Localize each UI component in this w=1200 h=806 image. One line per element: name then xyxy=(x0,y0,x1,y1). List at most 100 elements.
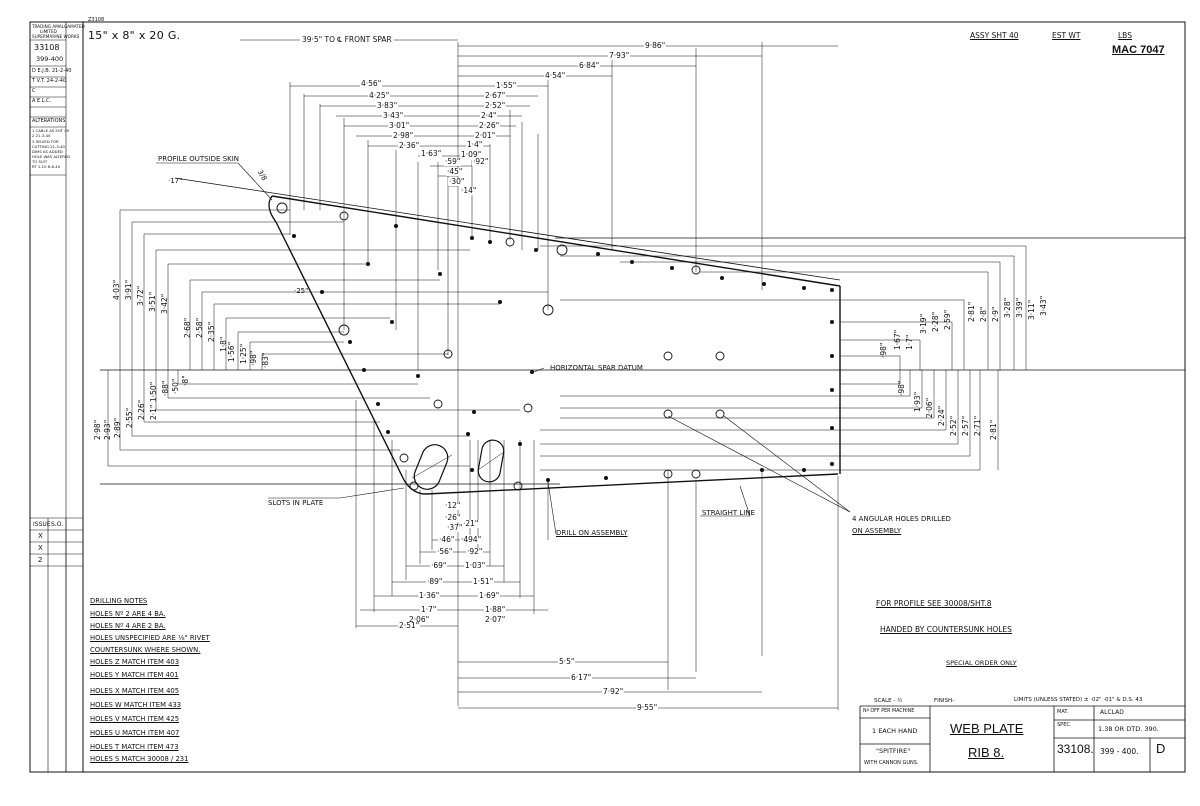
dim-label: 1·7" xyxy=(420,605,438,614)
issue-1: X xyxy=(38,532,43,540)
drilling-note: HOLES X MATCH ITEM 405 xyxy=(90,687,180,695)
alteration-7: TO SUIT xyxy=(32,159,48,164)
horizontal-spar-datum-label: HORIZONTAL SPAR DATUM xyxy=(550,364,643,372)
alteration-4: CUTTING 21-3-40 xyxy=(32,144,65,149)
dim-label: 1·36" xyxy=(418,591,441,600)
scale-label: SCALE - ½ xyxy=(874,698,903,704)
angular-holes-label-2: ON ASSEMBLY xyxy=(852,527,902,535)
vdim-label: ·8" xyxy=(181,375,190,386)
dim-label: 7·92" xyxy=(602,687,625,696)
alteration-6: HOLE WAS ALTERED xyxy=(32,154,71,159)
drilling-note: COUNTERSUNK WHERE SHOWN. xyxy=(90,646,201,654)
profile-outside-skin-label: PROFILE OUTSIDE SKIN xyxy=(158,155,240,163)
spec-value: 1.38 OR DTD. 390. xyxy=(1098,725,1159,733)
dim-label: 4·25" xyxy=(368,91,391,100)
drilling-note: HOLES UNSPECIFIED ARE ⅛" RIVET xyxy=(90,634,210,642)
vdim-label: ·50" xyxy=(171,378,180,394)
dim-label: ·494" xyxy=(460,535,483,544)
vdim-label: 1·93" xyxy=(913,391,922,412)
drilling-notes-title: DRILLING NOTES xyxy=(90,597,148,605)
vdim-label: 2·8" xyxy=(979,306,988,322)
vdim-label: 1·56" xyxy=(227,341,236,362)
vdim-label: 3·51" xyxy=(148,291,157,312)
number-off-label: Nº OFF PER MACHINE xyxy=(863,709,915,714)
dim-label: ·14" xyxy=(460,186,478,195)
left-drawing-number: 33108 xyxy=(34,43,60,52)
dim-label: 7·93" xyxy=(608,51,631,60)
vdim-label: 3·91" xyxy=(124,279,133,300)
vdim-label: 2·89" xyxy=(113,417,122,438)
dim-label: ·69" xyxy=(430,561,448,570)
vdim-label: 3·11" xyxy=(1027,299,1036,320)
assy-sheet: ASSY SHT 40 xyxy=(970,31,1019,40)
dim-label: 1·4" xyxy=(466,140,484,149)
dim-label: ·37" xyxy=(446,523,464,532)
tiny-reference: Z3108 xyxy=(88,17,105,23)
dim-label: 6·84" xyxy=(578,61,601,70)
left-sheet-number: 399-400 xyxy=(36,55,64,63)
material-value: ALCLAD xyxy=(1100,709,1124,716)
dim-label: ·26" xyxy=(444,513,462,522)
aircraft-name: "SPITFIRE" xyxy=(876,747,911,755)
vdim-label: 2·52" xyxy=(949,415,958,436)
dim-label: 2·67" xyxy=(484,91,507,100)
vdim-label: 3·19" xyxy=(919,313,928,334)
vdim-label: 2·28" xyxy=(931,311,940,332)
dim-label: 1·03" xyxy=(464,561,487,570)
vdim-label: ·98" xyxy=(249,350,258,366)
vdim-label: 3·72" xyxy=(136,285,145,306)
drawing-title-line-1: WEB PLATE xyxy=(950,721,1024,736)
vdim-label: 1·25" xyxy=(239,343,248,364)
vdim-label: 2·26" xyxy=(137,399,146,420)
left-row-d: D E.J.B. 21-2-40 xyxy=(32,68,72,74)
dim-label: ·46" xyxy=(438,535,456,544)
drilling-note: HOLES S MATCH 30008 / 231 xyxy=(90,755,189,763)
limits-label: LIMITS (UNLESS STATED) ± ·02" ·01" & D.S… xyxy=(1014,697,1143,703)
left-row-t: T V.T. 24-2-40 xyxy=(32,78,67,84)
straight-line-label: STRAIGHT LINE xyxy=(702,509,755,517)
vdim-label: 2·59" xyxy=(943,309,952,330)
dim-label: 1·55" xyxy=(495,81,518,90)
issue-letter: D xyxy=(1156,741,1166,756)
angular-holes-label-1: 4 ANGULAR HOLES DRILLED xyxy=(852,515,951,523)
vdim-label: 2·06" xyxy=(925,397,934,418)
est-wt-label: EST WT xyxy=(1052,31,1081,40)
firm-line-3: SUPERMARINE WORKS xyxy=(32,34,80,39)
dim-label: 1·69" xyxy=(478,591,501,600)
vdim-label: ·88" xyxy=(161,380,170,396)
vdim-label: 1·50" xyxy=(149,381,158,402)
vdim-label: 2·1" xyxy=(149,404,158,420)
issue-3: 2 xyxy=(38,556,43,564)
vdim-label: ·83" xyxy=(261,352,270,368)
vdim-label: 1·67" xyxy=(893,329,902,350)
dim-label: 2·52" xyxy=(484,101,507,110)
slots-in-plate-label: SLOTS IN PLATE xyxy=(268,499,324,507)
finish-label: FINISH- xyxy=(934,698,955,704)
drilling-note: HOLES Nº 2 ARE 4 BA. xyxy=(90,610,166,618)
spec-label: SPEC. xyxy=(1057,722,1072,728)
vdim-label: 2·71" xyxy=(973,415,982,436)
dim-label: 1·09" xyxy=(460,150,483,159)
alteration-2: 2 21-3-40 xyxy=(32,133,51,138)
dim-label: 1·63" xyxy=(420,149,443,158)
aircraft-variant: WITH CANNON GUNS. xyxy=(864,760,919,766)
dim-label: ·12" xyxy=(444,501,462,510)
dim-label: 2·07" xyxy=(484,615,507,624)
handed-note: HANDED BY COUNTERSUNK HOLES xyxy=(880,625,1012,634)
dim-label: ·92" xyxy=(472,157,490,166)
mac-number: MAC 7047 xyxy=(1112,44,1165,56)
vdim-label: 2·9" xyxy=(991,306,1000,322)
drilling-note: HOLES T MATCH ITEM 473 xyxy=(90,743,179,751)
dim-label: 4·54" xyxy=(544,71,567,80)
dim-label: ·30" xyxy=(448,177,466,186)
dim-label: 2·26" xyxy=(478,121,501,130)
vdim-label: 2·55" xyxy=(125,407,134,428)
vdim-label: 3·39" xyxy=(1015,297,1024,318)
drilling-note: HOLES Nº 4 ARE 2 BA. xyxy=(90,622,166,630)
dim-label: ·56" xyxy=(436,547,454,556)
angle-17-label: ·17" xyxy=(168,177,183,185)
vdim-label: 3·43" xyxy=(1039,295,1048,316)
vdim-label: 2·57" xyxy=(961,415,970,436)
drilling-note: HOLES V MATCH ITEM 425 xyxy=(90,715,180,723)
